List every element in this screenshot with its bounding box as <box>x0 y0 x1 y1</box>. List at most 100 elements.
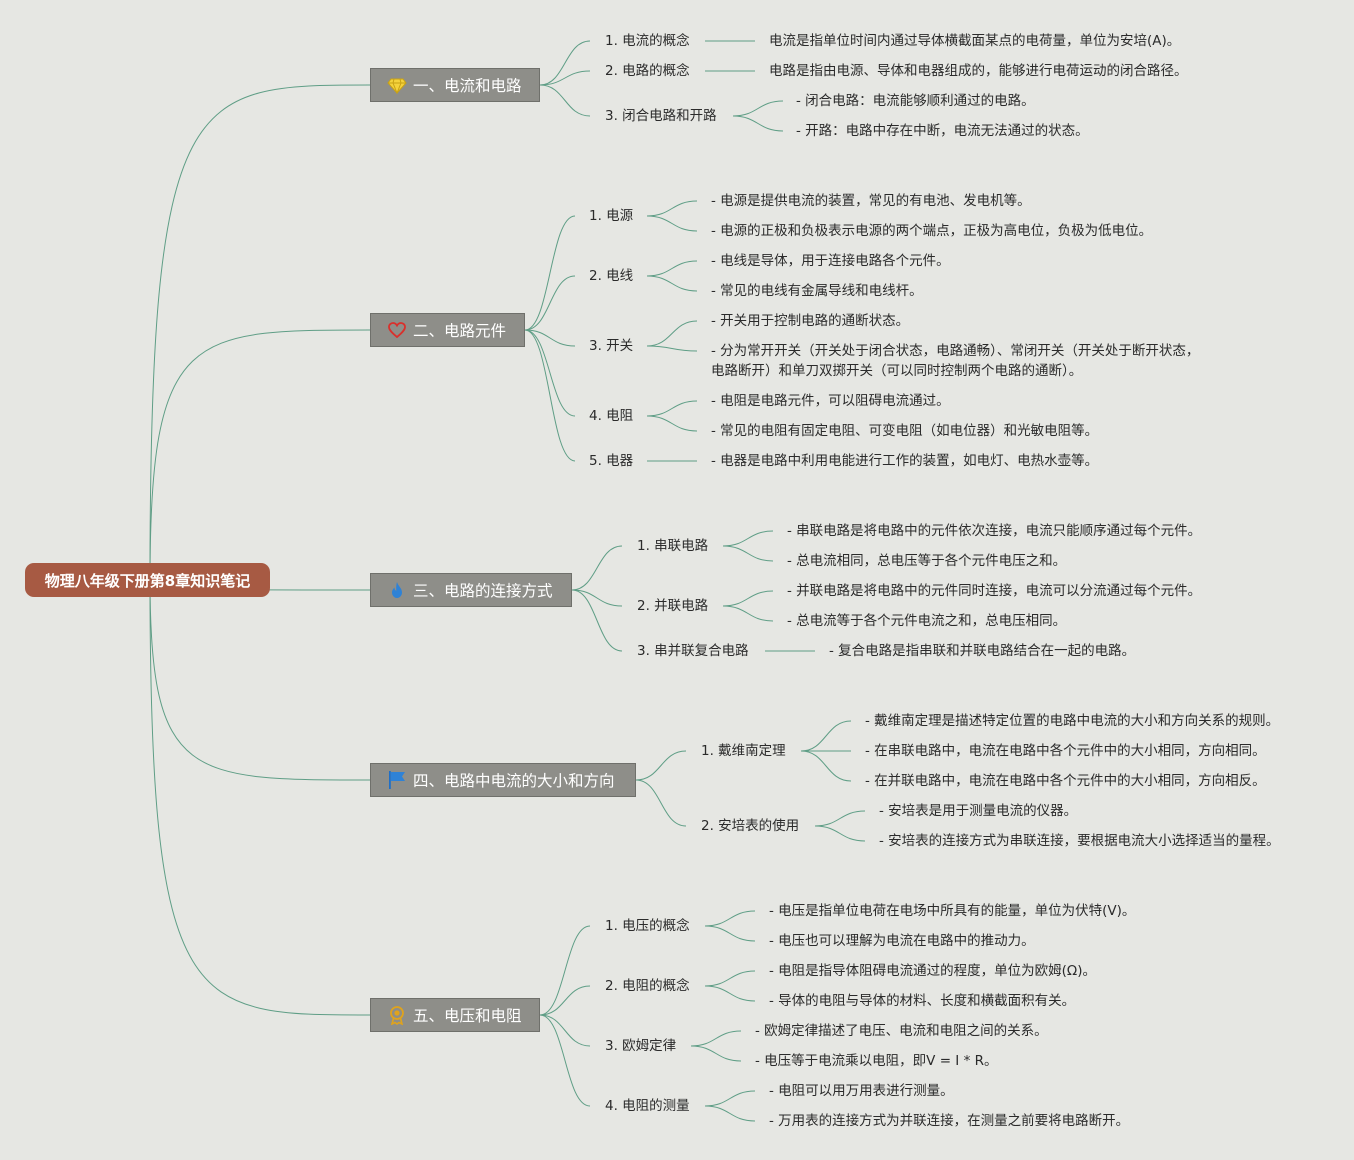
branch-connector <box>524 329 576 462</box>
branch-connector <box>524 329 576 417</box>
leaf-note: - 万用表的连接方式为并联连接，在测量之前要将电路断开。 <box>769 1113 1130 1129</box>
leaf-connector <box>814 825 866 842</box>
branch-connector <box>539 1014 591 1047</box>
leaf-note: - 常见的电阻有固定电阻、可变电阻（如电位器）和光敏电阻等。 <box>711 423 1099 439</box>
sub-topic[interactable]: 1. 戴维南定理 <box>701 743 786 759</box>
leaf-connector <box>646 320 698 347</box>
leaf-note: - 电阻是指导体阻碍电流通过的程度，单位为欧姆(Ω)。 <box>769 963 1097 979</box>
leaf-connector <box>646 415 698 432</box>
sub-topic[interactable]: 1. 串联电路 <box>637 538 709 554</box>
leaf-note: - 复合电路是指串联和并联电路结合在一起的电路。 <box>829 643 1136 659</box>
sub-topic[interactable]: 2. 电线 <box>589 268 634 284</box>
branch-label: 一、电流和电路 <box>413 77 522 95</box>
flag-icon <box>387 770 407 790</box>
leaf-connector <box>690 1045 742 1062</box>
branch-connector <box>524 215 576 331</box>
leaf-connector <box>646 260 698 277</box>
leaf-note: - 电源的正极和负极表示电源的两个端点，正极为高电位，负极为低电位。 <box>711 223 1153 239</box>
branch-connector <box>539 84 591 117</box>
leaf-connector <box>646 400 698 417</box>
diamond-icon <box>387 75 407 95</box>
leaf-note: - 电源是提供电流的装置，常见的有电池、发电机等。 <box>711 193 1031 209</box>
leaf-note: - 电阻可以用万用表进行测量。 <box>769 1083 954 1099</box>
branch-connector <box>539 70 591 86</box>
sub-topic[interactable]: 2. 电阻的概念 <box>605 978 690 994</box>
sub-topic[interactable]: 5. 电器 <box>589 453 634 469</box>
leaf-note: - 闭合电路：电流能够顺利通过的电路。 <box>796 93 1035 109</box>
leaf-note: - 总电流等于各个元件电流之和，总电压相同。 <box>787 613 1067 629</box>
sub-topic[interactable]: 3. 闭合电路和开路 <box>605 108 717 124</box>
leaf-note: - 电器是电路中利用电能进行工作的装置，如电灯、电热水壶等。 <box>711 453 1099 469</box>
leaf-connector <box>704 1090 756 1107</box>
leaf-note: 电路是指由电源、导体和电器组成的，能够进行电荷运动的闭合路径。 <box>769 63 1188 79</box>
leaf-note: - 安培表的连接方式为串联连接，要根据电流大小选择适当的量程。 <box>879 833 1280 849</box>
branch-connector <box>539 1014 591 1107</box>
root-topic[interactable]: 物理八年级下册第8章知识笔记 <box>25 563 270 597</box>
branch-connector <box>524 275 576 331</box>
leaf-connector <box>722 605 774 622</box>
leaf-note: - 开路：电路中存在中断，电流无法通过的状态。 <box>796 123 1089 139</box>
root-connector <box>149 579 371 1016</box>
branch-connector <box>571 589 623 607</box>
sub-topic[interactable]: 3. 开关 <box>589 338 634 354</box>
branch-connector <box>635 779 687 827</box>
leaf-connector <box>646 215 698 232</box>
leaf-note: - 戴维南定理是描述特定位置的电路中电流的大小和方向关系的规则。 <box>865 713 1280 729</box>
leaf-note: - 常见的电线有金属导线和电线杆。 <box>711 283 923 299</box>
leaf-note: - 串联电路是将电路中的元件依次连接，电流只能顺序通过每个元件。 <box>787 523 1202 539</box>
branch-connector <box>571 545 623 591</box>
leaf-note: - 安培表是用于测量电流的仪器。 <box>879 803 1078 819</box>
leaf-note: - 开关用于控制电路的通断状态。 <box>711 313 910 329</box>
sub-topic[interactable]: 4. 电阻 <box>589 408 634 424</box>
leaf-note: - 分为常开开关（开关处于闭合状态，电路通畅）、常闭开关（开关处于断开状态，电路… <box>711 343 1200 379</box>
leaf-note: - 在并联电路中，电流在电路中各个元件中的大小相同，方向相反。 <box>865 773 1266 789</box>
leaf-note: - 电压是指单位电荷在电场中所具有的能量，单位为伏特(V)。 <box>769 903 1136 919</box>
leaf-connector <box>646 345 698 352</box>
branch-voltage-resistance[interactable]: 五、电压和电阻 <box>370 998 540 1032</box>
branch-label: 二、电路元件 <box>413 322 507 340</box>
leaf-note: - 电压也可以理解为电流在电路中的推动力。 <box>769 933 1035 949</box>
sub-topic[interactable]: 2. 并联电路 <box>637 598 709 614</box>
leaf-note: - 总电流相同，总电压等于各个元件电压之和。 <box>787 553 1067 569</box>
leaf-connector <box>800 750 852 782</box>
sub-topic[interactable]: 3. 串并联复合电路 <box>637 643 749 659</box>
leaf-connector <box>690 1030 742 1047</box>
branch-connection-types[interactable]: 三、电路的连接方式 <box>370 573 572 607</box>
branch-connector <box>539 925 591 1016</box>
root-connector <box>149 84 371 581</box>
heart-icon <box>387 320 407 340</box>
leaf-note: - 电线是导体，用于连接电路各个元件。 <box>711 253 950 269</box>
sub-topic[interactable]: 2. 电路的概念 <box>605 63 690 79</box>
leaf-connector <box>646 275 698 292</box>
sub-topic[interactable]: 1. 电流的概念 <box>605 33 690 49</box>
leaf-note: - 并联电路是将电路中的元件同时连接，电流可以分流通过每个元件。 <box>787 583 1202 599</box>
root-connector <box>149 329 371 581</box>
leaf-note: - 在串联电路中，电流在电路中各个元件中的大小相同，方向相同。 <box>865 743 1266 759</box>
leaf-connector <box>800 720 852 752</box>
branch-connector <box>539 985 591 1016</box>
branch-label: 四、电路中电流的大小和方向 <box>413 772 615 790</box>
branch-circuit-components[interactable]: 二、电路元件 <box>370 313 525 347</box>
branch-current-magnitude-direction[interactable]: 四、电路中电流的大小和方向 <box>370 763 636 797</box>
branch-electric-current[interactable]: 一、电流和电路 <box>370 68 540 102</box>
sub-topic[interactable]: 3. 欧姆定律 <box>605 1038 677 1054</box>
sub-topic[interactable]: 1. 电压的概念 <box>605 918 690 934</box>
sub-topic[interactable]: 2. 安培表的使用 <box>701 818 800 834</box>
leaf-connector <box>732 100 784 117</box>
leaf-note: 电流是指单位时间内通过导体横截面某点的电荷量，单位为安培(A)。 <box>769 33 1181 49</box>
leaf-note: - 欧姆定律描述了电压、电流和电阻之间的关系。 <box>755 1023 1048 1039</box>
leaf-connector <box>704 985 756 1002</box>
branch-label: 五、电压和电阻 <box>413 1007 522 1025</box>
leaf-connector <box>646 200 698 217</box>
root-connector <box>149 579 371 781</box>
branch-connector <box>571 589 623 652</box>
flame-icon <box>387 580 407 600</box>
branch-connector <box>539 40 591 86</box>
leaf-connector <box>732 115 784 132</box>
sub-topic[interactable]: 4. 电阻的测量 <box>605 1098 690 1114</box>
leaf-connector <box>722 545 774 562</box>
branch-connector <box>524 329 576 347</box>
sub-topic[interactable]: 1. 电源 <box>589 208 634 224</box>
leaf-connector <box>704 970 756 987</box>
